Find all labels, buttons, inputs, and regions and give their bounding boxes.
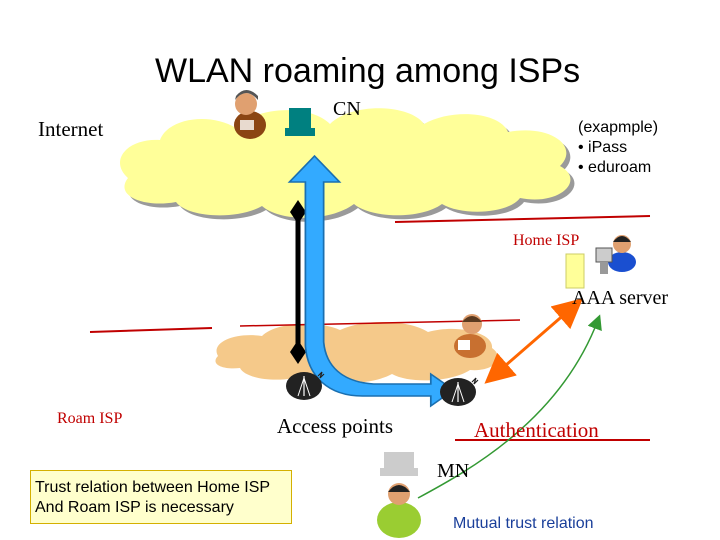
roam-isp-cloud <box>215 321 498 383</box>
tunnel-link <box>290 200 306 364</box>
trust-note-box: Trust relation between Home ISP And Roam… <box>30 470 292 524</box>
home-isp-boundary-line <box>394 215 651 223</box>
authentication-arrow <box>484 298 584 384</box>
home-isp-operator-icon <box>595 235 636 274</box>
internet-label: Internet <box>38 117 104 141</box>
example-item-ipass: • iPass <box>578 139 628 156</box>
trust-note-line-1: Trust relation between Home ISP <box>35 479 271 496</box>
aaa-server-icon <box>565 253 585 289</box>
access-points-label: Access points <box>277 414 394 438</box>
roam-isp-boundary-line-left <box>89 327 213 333</box>
example-heading: (exapmple) <box>578 119 659 136</box>
example-item-eduroam: • eduroam <box>578 159 652 176</box>
data-path-arrow <box>287 154 455 408</box>
internet-operator-icon <box>234 90 266 139</box>
internet-cloud <box>119 108 575 222</box>
mn-terminal-icon <box>380 452 418 476</box>
mn-user-icon <box>377 483 421 538</box>
authentication-label: Authentication <box>474 418 599 442</box>
cn-label: CN <box>333 98 361 120</box>
cn-terminal-icon <box>285 108 315 136</box>
roam-isp-operator-icon <box>454 314 486 358</box>
access-point-icon <box>440 377 479 406</box>
mutual-trust-label: Mutual trust relation <box>453 515 594 532</box>
trust-note-line-2: And Roam ISP is necessary <box>35 499 234 516</box>
example-list: (exapmple) • iPass • eduroam <box>578 118 658 178</box>
mutual-trust-arrow <box>417 314 602 499</box>
home-isp-label: Home ISP <box>513 232 580 249</box>
roam-isp-label: Roam ISP <box>57 410 123 427</box>
access-point-icon <box>286 371 325 400</box>
mn-label: MN <box>437 460 470 482</box>
page-title: WLAN roaming among ISPs <box>155 52 581 90</box>
aaa-server-label: AAA server <box>572 287 669 309</box>
